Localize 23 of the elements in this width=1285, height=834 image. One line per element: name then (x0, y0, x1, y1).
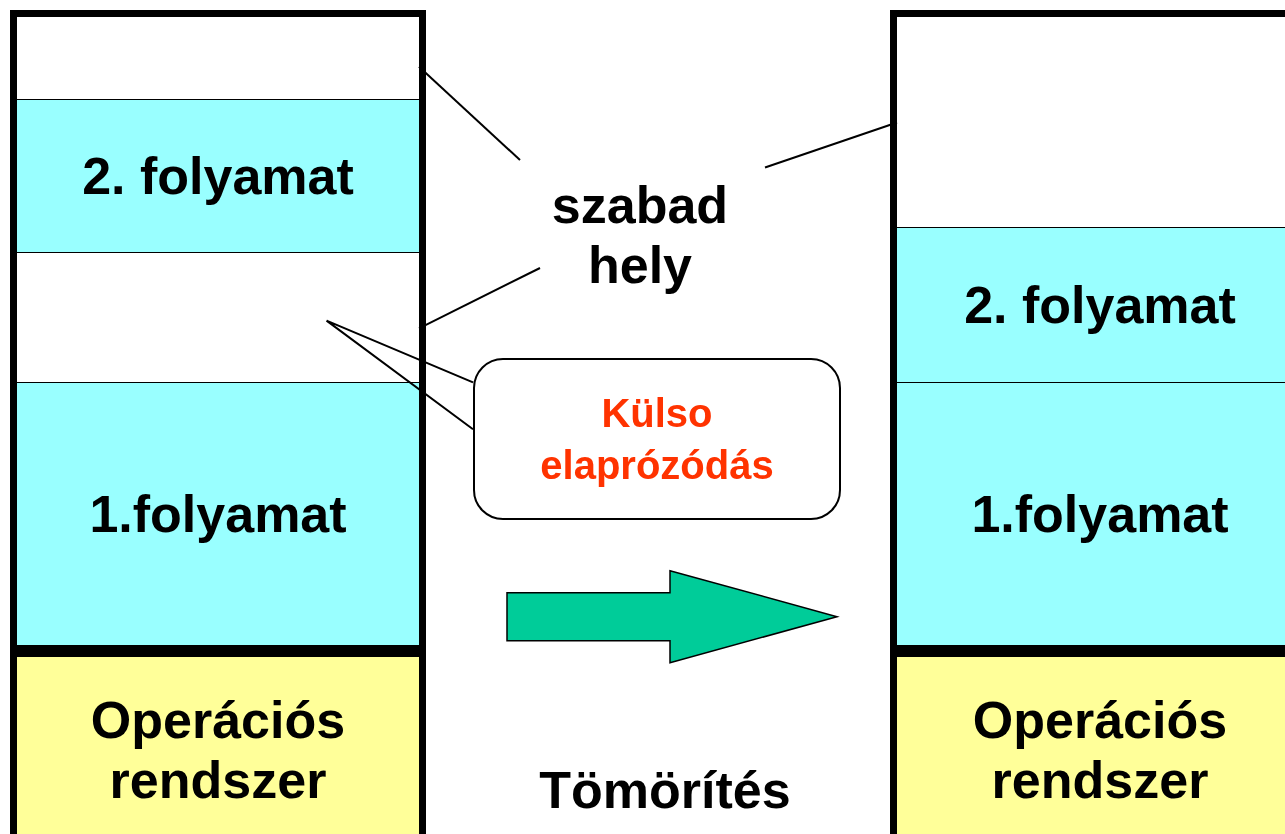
memory-block (890, 650, 1285, 834)
memory-column (890, 10, 1285, 652)
leader-line (764, 121, 898, 169)
block-label: 2. folyamat (964, 275, 1236, 335)
block-label: 2. folyamat (82, 146, 354, 206)
block-label: 1.folyamat (89, 484, 347, 544)
block-arrow (506, 569, 840, 664)
callout-text: Külso elaprózódás (539, 390, 775, 489)
annotation-text: szabad hely (550, 175, 730, 295)
memory-block (897, 228, 1285, 383)
caption-text: Tömörítés (538, 760, 792, 820)
block-label: Operációs rendszer (89, 690, 347, 810)
memory-block (897, 383, 1285, 645)
callout-bubble (473, 358, 841, 520)
memory-block (10, 650, 426, 834)
callout-pointer (325, 319, 474, 431)
memory-block (17, 383, 419, 645)
leader-line (418, 65, 521, 161)
block-label: Operációs rendszer (971, 690, 1229, 810)
block-label: 1.folyamat (971, 484, 1229, 544)
leader-line (418, 267, 541, 330)
memory-block (17, 100, 419, 253)
memory-column (10, 10, 426, 652)
